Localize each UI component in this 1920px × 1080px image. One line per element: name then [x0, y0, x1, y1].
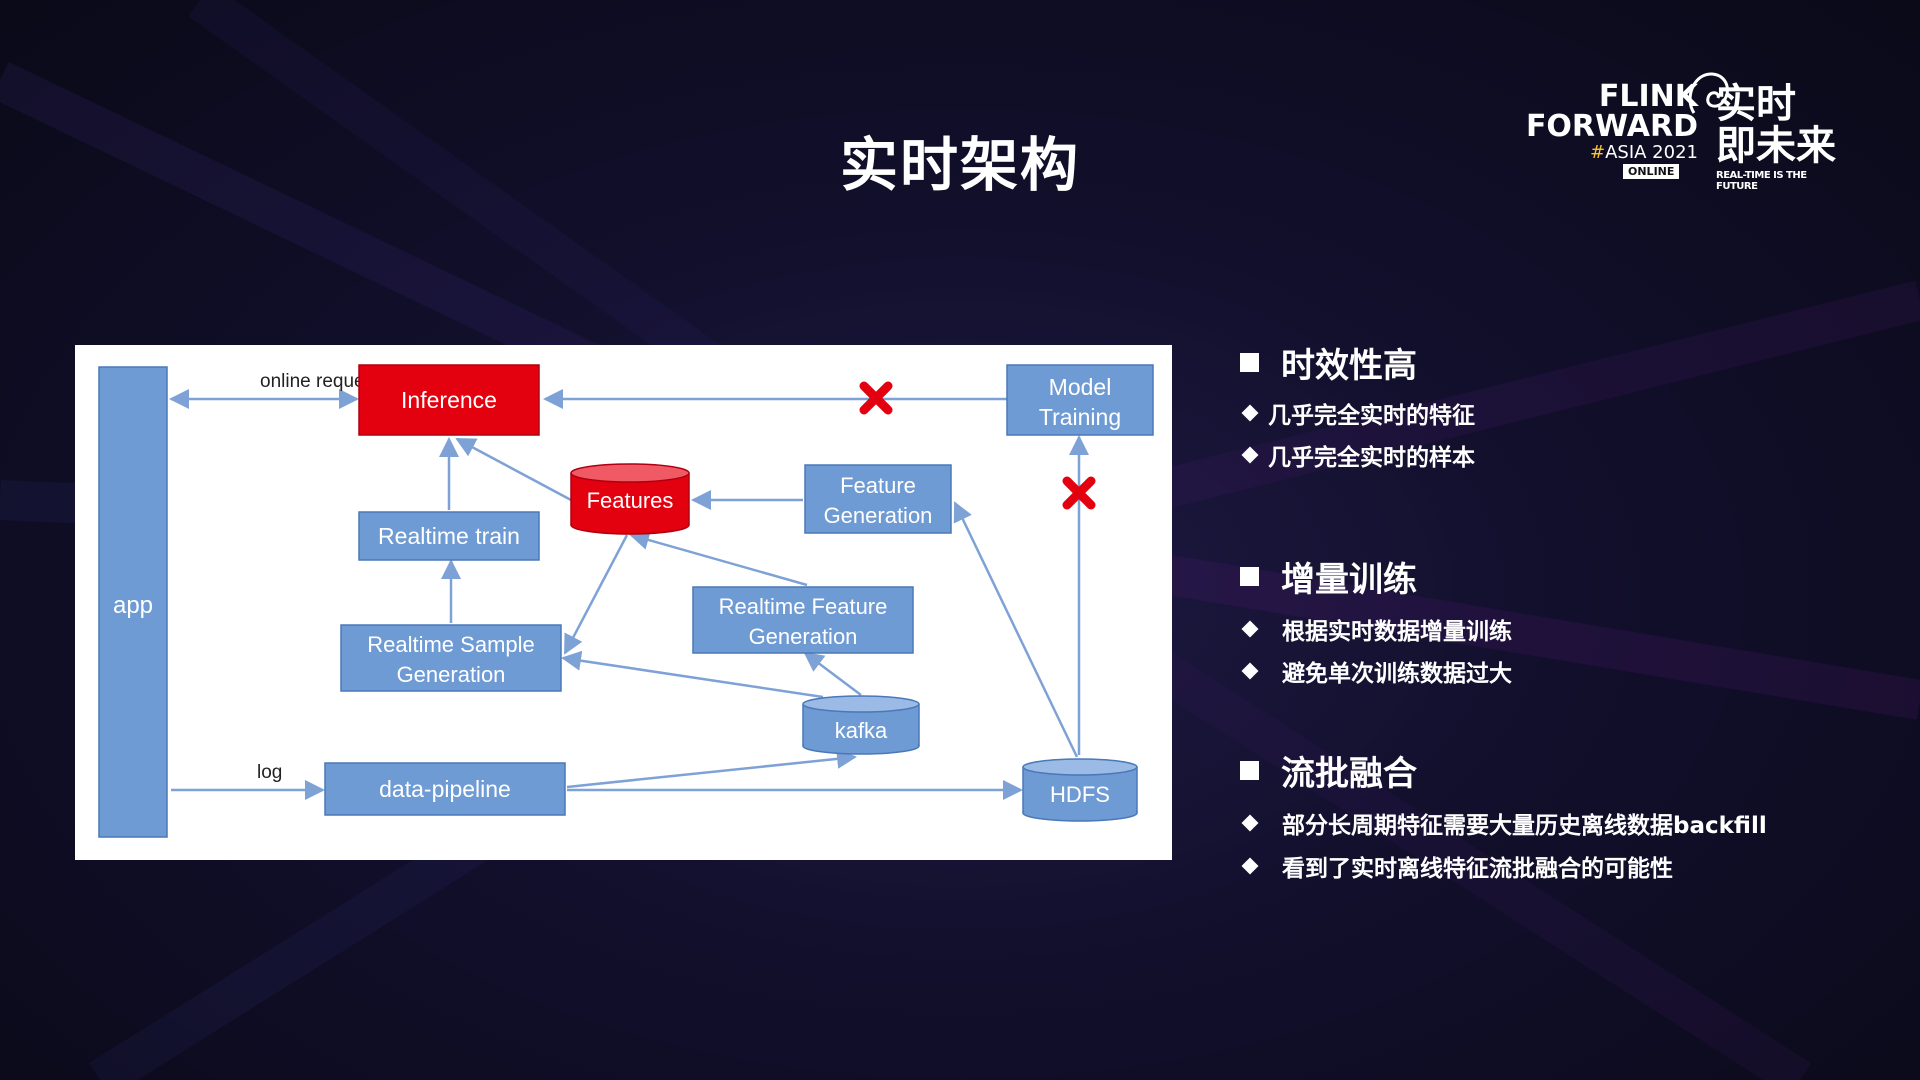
logo-flink: FLINK — [1598, 79, 1698, 114]
list-item-text: 几乎完全实时的样本 — [1268, 445, 1475, 471]
squirrel-logo-icon — [1688, 72, 1729, 114]
node-realtime-train — [358, 511, 540, 561]
flink-forward-logo: FLINK FORWARD #ASIA 2021 ONLINE 实时 即未来 R… — [1518, 72, 1838, 192]
logo-online-badge: ONLINE — [1623, 164, 1680, 179]
node-realtime-feature-generation-label-1: Realtime Feature — [719, 594, 888, 619]
section-heading-text: 时效性高 — [1281, 346, 1417, 386]
edge-kafka-rtfeature — [803, 651, 862, 696]
node-model-training-label-1: Model — [1049, 374, 1112, 400]
node-realtime-feature-generation-label-2: Generation — [749, 624, 858, 649]
square-bullet-icon — [1240, 567, 1259, 586]
node-feature-generation-label-1: Feature — [840, 473, 916, 498]
diamond-bullet-icon — [1241, 662, 1259, 680]
list-item: 几乎完全实时的特征 — [1240, 396, 1475, 430]
logo-asia: #ASIA 2021 — [1590, 143, 1698, 163]
list-item-text: 部分长周期特征需要大量历史离线数据backfill — [1282, 813, 1767, 839]
node-realtime-sample-generation — [340, 624, 562, 692]
node-kafka — [802, 695, 920, 755]
diamond-bullet-icon — [1241, 814, 1259, 832]
edge-pipeline-kafka — [566, 748, 857, 789]
section-heading: 流批融合 — [1240, 746, 1417, 795]
node-kafka-label: kafka — [835, 718, 888, 743]
node-feature-generation-label-2: Generation — [824, 503, 933, 528]
node-model-training-label-2: Training — [1039, 404, 1121, 430]
logo-tagline: REAL-TIME IS THE FUTURE — [1716, 170, 1807, 192]
edge-features-sample — [563, 534, 629, 655]
logo-cn-line1: 实时 — [1716, 81, 1796, 127]
architecture-diagram: online request log app Inference Model T… — [75, 345, 1172, 860]
node-features — [570, 463, 690, 535]
node-app — [98, 366, 168, 838]
edge-label-online-request: online request — [260, 371, 380, 392]
node-data-pipeline — [324, 762, 566, 816]
blocked-cross-icon — [859, 381, 893, 415]
logo-forward: FORWARD — [1525, 109, 1698, 144]
diamond-bullet-icon — [1241, 857, 1259, 875]
section-heading-text: 增量训练 — [1281, 560, 1417, 600]
square-bullet-icon — [1240, 353, 1259, 372]
logo-hash: # — [1590, 142, 1606, 163]
list-item-text: 根据实时数据增量训练 — [1282, 619, 1512, 645]
square-bullet-icon — [1240, 761, 1259, 780]
list-item: 几乎完全实时的样本 — [1240, 438, 1475, 472]
logo-asia-text: ASIA 2021 — [1605, 142, 1698, 163]
edge-kafka-sample — [561, 650, 824, 699]
edge-rtfeature-features — [629, 530, 808, 587]
diamond-bullet-icon — [1241, 620, 1259, 638]
node-inference-label: Inference — [401, 387, 497, 413]
node-hdfs-label: HDFS — [1050, 782, 1110, 807]
diamond-bullet-icon — [1241, 446, 1259, 464]
logo-cn-line2: 即未来 — [1716, 123, 1836, 169]
list-item-text: 几乎完全实时的特征 — [1268, 403, 1475, 429]
node-realtime-sample-generation-label-2: Generation — [397, 662, 506, 687]
node-features-label: Features — [587, 488, 674, 513]
node-data-pipeline-label: data-pipeline — [379, 776, 511, 802]
slide-title: 实时架构 — [839, 131, 1080, 199]
section-heading: 增量训练 — [1240, 552, 1417, 601]
edge-features-inference — [455, 437, 572, 502]
diamond-bullet-icon — [1241, 404, 1259, 422]
node-realtime-train-label: Realtime train — [378, 523, 520, 549]
list-item: 部分长周期特征需要大量历史离线数据backfill — [1240, 806, 1767, 840]
edge-hdfs-featuregen — [953, 501, 1079, 758]
node-feature-generation — [804, 464, 952, 534]
architecture-diagram-svg: online request log app Inference Model T… — [98, 364, 1154, 838]
edge-label-log: log — [257, 762, 282, 783]
section-heading: 时效性高 — [1240, 338, 1417, 387]
list-item: 根据实时数据增量训练 — [1240, 612, 1512, 646]
node-app-label: app — [113, 592, 153, 619]
list-item: 看到了实时离线特征流批融合的可能性 — [1240, 849, 1673, 883]
section-heading-text: 流批融合 — [1281, 754, 1417, 794]
node-realtime-feature-generation — [692, 586, 914, 654]
node-inference — [358, 364, 540, 436]
node-hdfs — [1022, 758, 1138, 822]
list-item-text: 看到了实时离线特征流批融合的可能性 — [1282, 856, 1673, 882]
list-item-text: 避免单次训练数据过大 — [1282, 661, 1512, 687]
blocked-cross-icon — [1062, 476, 1096, 510]
node-model-training — [1006, 364, 1154, 436]
list-item: 避免单次训练数据过大 — [1240, 654, 1512, 688]
node-realtime-sample-generation-label-1: Realtime Sample — [367, 632, 535, 657]
